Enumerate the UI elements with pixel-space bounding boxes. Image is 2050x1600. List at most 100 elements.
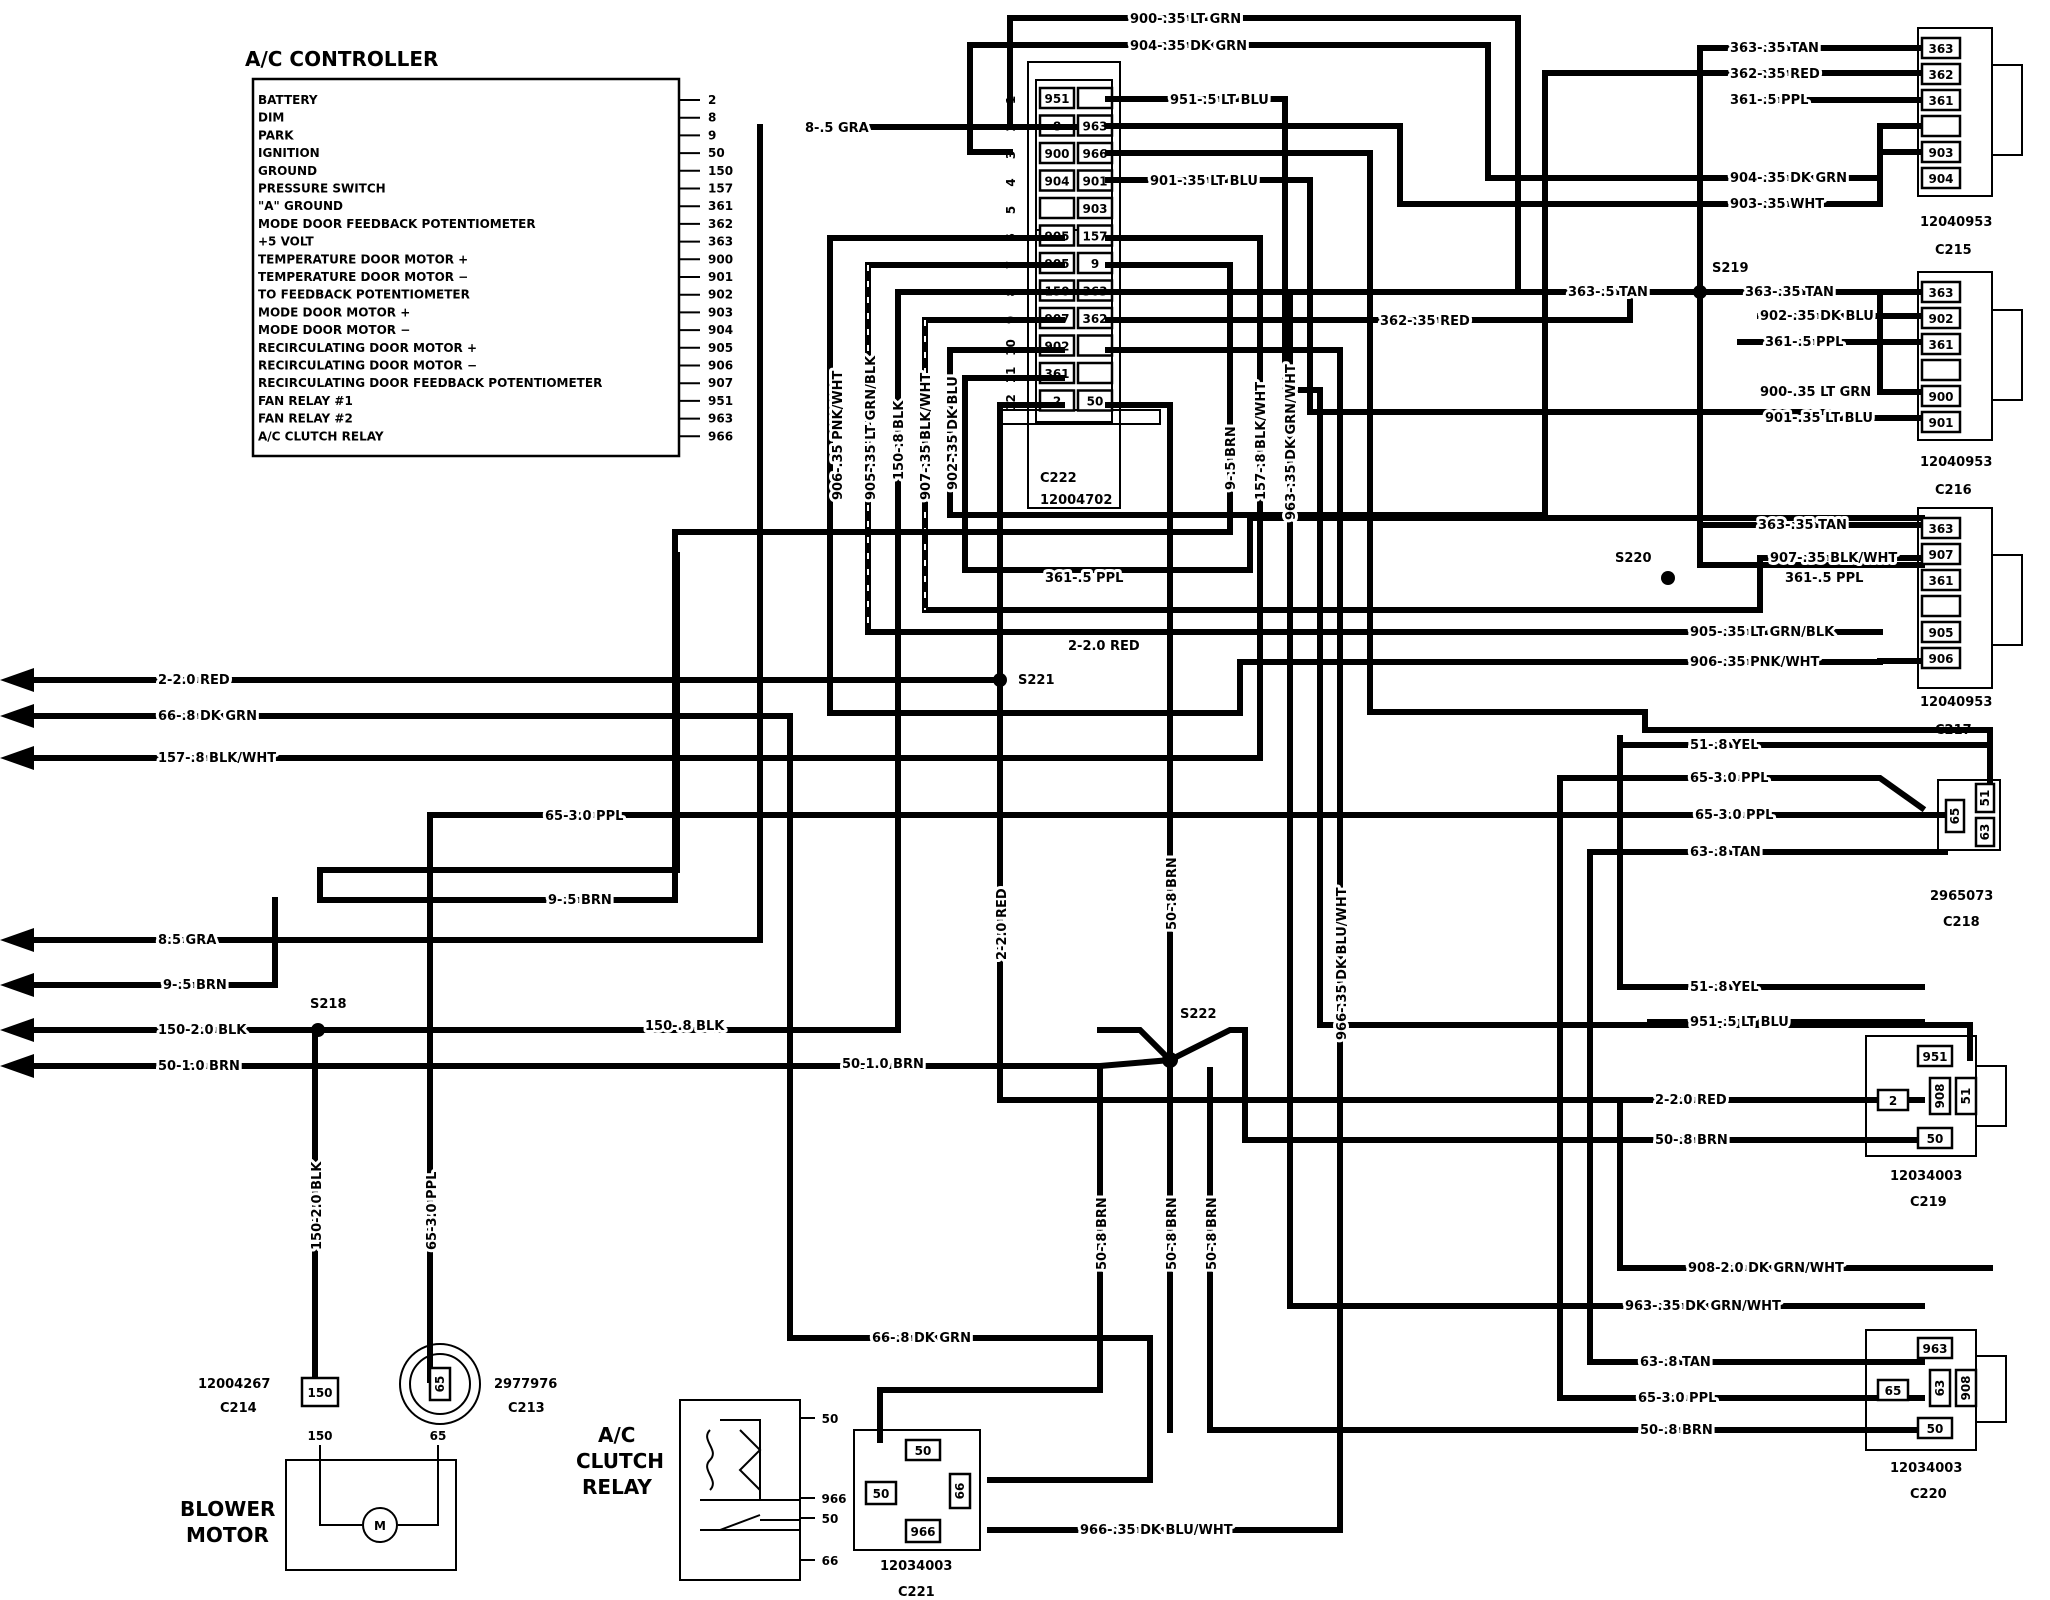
label-65-ppl-v: 65-3.0 PPL [425, 1172, 440, 1250]
controller-row-label: FAN RELAY #2 [258, 412, 353, 426]
controller-row-label: RECIRCULATING DOOR MOTOR + [258, 341, 477, 355]
c217-name: C217 [1935, 723, 1972, 738]
c218-pin-63-label: 63 [1978, 824, 1992, 841]
splice-s220 [1661, 571, 1675, 585]
c222-pin-right-label: 963 [1082, 120, 1107, 134]
wire-966-v [1105, 347, 1343, 1533]
label-900-c216: 900-.35 LT GRN [1760, 385, 1871, 400]
c216-pin-label: 901 [1928, 416, 1953, 430]
c217-pin [1920, 542, 1962, 566]
c215-tab [1991, 64, 2023, 156]
c219-pin-51 [1954, 1076, 1978, 1116]
wire-labels: 900-.35 LT GRN 904-.35 DK GRN 8-.5 GRA 9… [155, 9, 1900, 1541]
wire-901 [1105, 177, 1925, 421]
c217-tab [1991, 554, 2023, 646]
label-150-8-blk: 150-.8 BLK [645, 1019, 725, 1034]
label-908: 908-2.0 DK GRN/WHT [1688, 1261, 1844, 1276]
c219-name: C219 [1910, 1195, 1947, 1210]
c222-pin-left [1038, 86, 1076, 110]
arrow-157-shaft [34, 755, 160, 761]
c220-pin-908 [1954, 1368, 1978, 1408]
label-903: 903-.35 WHT [1730, 197, 1824, 212]
c222-pin-right [1076, 196, 1114, 220]
c218-pin-51-label: 51 [1978, 790, 1992, 807]
blower-circuit [319, 1445, 439, 1526]
c220-name: C220 [1910, 1487, 1947, 1502]
c218-pin-63 [1974, 816, 1996, 848]
c216-pin-label: 900 [1928, 390, 1953, 404]
label-9-brn-h: 9-.5 BRN [548, 893, 612, 908]
c217-pin [1920, 620, 1962, 644]
c215-name: C215 [1935, 243, 1972, 258]
c217-pin-label: 906 [1928, 652, 1953, 666]
controller-row-pin: 905 [708, 341, 733, 355]
label-2-red-c219: 2-2.0 RED [1655, 1093, 1727, 1108]
label-50-v1: 50-.8 BRN [1095, 1197, 1110, 1270]
relay-pin-966: 966 [821, 1492, 846, 1506]
label-157-blk-wht: 157-.8 BLK/WHT [158, 751, 276, 766]
label-963-v: 963-.35 DK GRN/WHT [1284, 364, 1299, 520]
wire-951 [1105, 96, 1973, 1061]
c217-pin [1920, 594, 1962, 618]
label-150-2-blk-v: 150-2.0 BLK [310, 1161, 325, 1250]
wire-8-gra-long [317, 124, 763, 943]
arrow-150-shaft [34, 1027, 160, 1033]
wire-9-brn-left [317, 552, 680, 903]
relay-resistor-icon [738, 1429, 762, 1491]
c220-pin-963 [1916, 1336, 1954, 1360]
label-905-v: 905-.35 LT GRN/BLK [864, 355, 879, 500]
c215-pin [1920, 166, 1962, 190]
relay-label-3: RELAY [582, 1475, 652, 1499]
c213-part: 2977976 [494, 1377, 557, 1392]
controller-title: A/C CONTROLLER [245, 47, 438, 71]
controller-row-label: A/C CLUTCH RELAY [258, 429, 384, 443]
wires [157, 15, 1993, 1533]
controller-row-pin: 903 [708, 305, 733, 319]
controller-row-pin: 906 [708, 359, 733, 373]
label-9-v: 9-.5 BRN [1224, 426, 1239, 490]
blower-pin-150: 150 [307, 1429, 332, 1443]
label-906-v: 906-.35 PNK/WHT [831, 370, 846, 500]
arrow-8-gra-shaft [34, 937, 160, 943]
c222-pin-left-label: 904 [1044, 175, 1069, 189]
controller-row-label: RECIRCULATING DOOR MOTOR − [258, 359, 477, 373]
left-arrows [0, 668, 160, 1078]
controller-row-label: PARK [258, 128, 294, 142]
c221-pin-50a-label: 50 [915, 1444, 932, 1458]
label-50-brn-out: 50-1.0 BRN [158, 1059, 240, 1074]
controller-row-pin: 902 [708, 288, 733, 302]
label-363-c216: 363-.35 TAN [1745, 285, 1834, 300]
controller-row-pin: 157 [708, 182, 733, 196]
c215-pin [1920, 114, 1962, 138]
c219-pin-50 [1916, 1126, 1954, 1150]
c216-pin-label: 363 [1928, 286, 1953, 300]
label-8-gra: 8-.5 GRA [805, 121, 869, 136]
label-65-ppl-a: 65-3.0 PPL [1690, 771, 1768, 786]
c221-pin-66-label: 66 [953, 1483, 967, 1500]
wire-2-red [997, 402, 1925, 1103]
c214-pin-label: 150 [307, 1386, 332, 1400]
controller-row-pin: 2 [708, 93, 716, 107]
arrow-2-red-shaft [34, 677, 160, 683]
c217-pin-label: 907 [1928, 548, 1953, 562]
c213-inner [409, 1353, 471, 1415]
c222-pin-right-label: 903 [1082, 202, 1107, 216]
c222-cavity-label: 5 [1004, 206, 1018, 214]
splice-s218-label: S218 [310, 997, 347, 1012]
relay-label-1: A/C [598, 1423, 635, 1447]
c219-pin-951 [1916, 1044, 1954, 1068]
relay-pin-50b: 50 [822, 1512, 839, 1526]
c215-pin-label: 363 [1928, 42, 1953, 56]
c218-pin-65 [1944, 798, 1966, 834]
controller-row-label: TEMPERATURE DOOR MOTOR + [258, 252, 468, 266]
label-2-red-a: 2-2.0 RED [1068, 639, 1140, 654]
c218-pin-65-label: 65 [1948, 808, 1962, 825]
label-50-brn-v: 50-.8 BRN [1165, 857, 1180, 930]
controller-row-pin: 966 [708, 429, 733, 443]
c220-part: 12034003 [1890, 1461, 1962, 1476]
arrow-50-shaft [34, 1063, 160, 1069]
c222-pin-right-label: 966 [1082, 147, 1107, 161]
